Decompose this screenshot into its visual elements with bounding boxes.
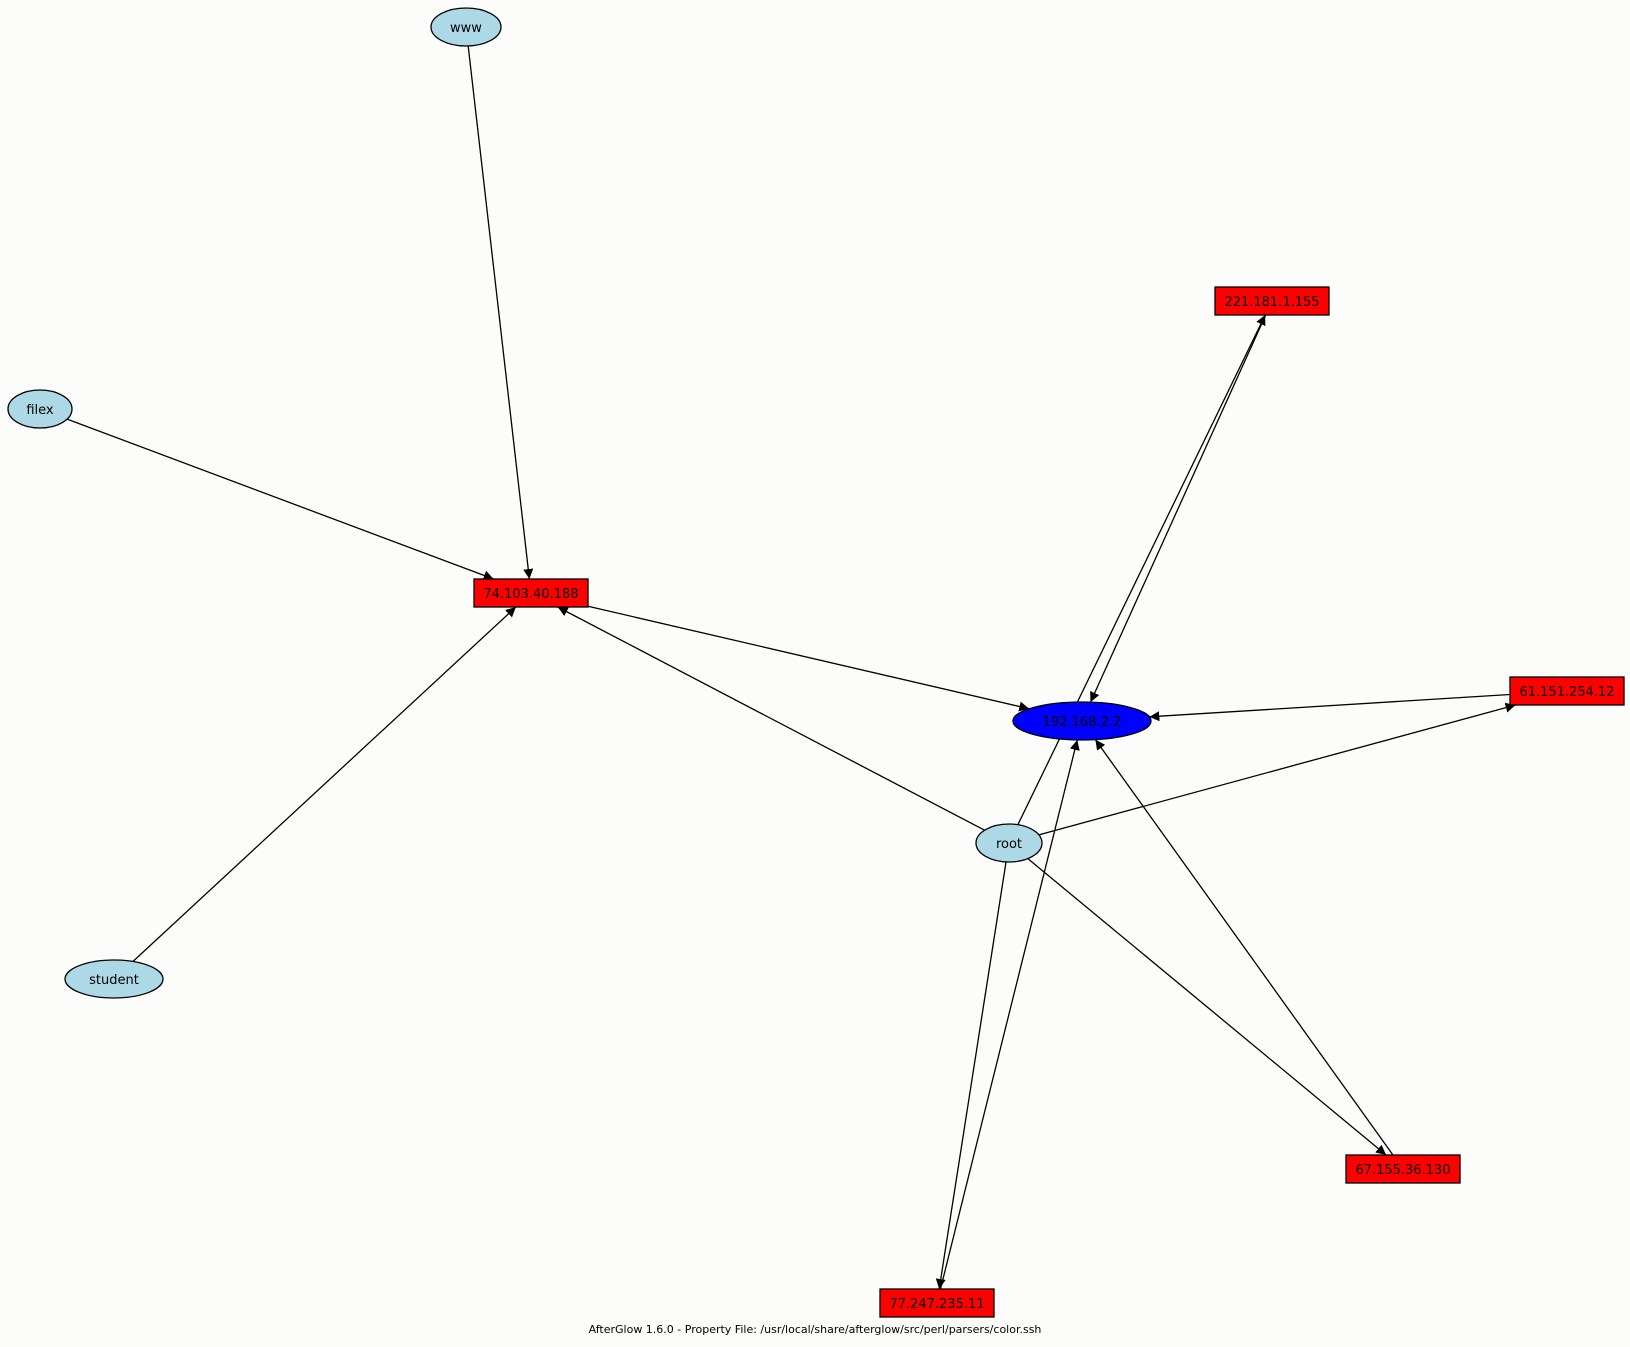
node-n67[interactable]: 67.155.36.130	[1345, 1154, 1461, 1184]
edge-root-to-n74	[557, 606, 985, 831]
node-n61-shape	[1509, 676, 1625, 706]
node-n77-label: 77.247.235.11	[889, 1297, 984, 1312]
node-root-shape	[975, 823, 1043, 863]
edge-www-to-n74	[467, 45, 534, 580]
edge-root-to-n61	[1038, 702, 1516, 836]
node-n61-label: 61.151.254.12	[1519, 685, 1614, 700]
nodes-layer: www filex student root 74.103.40.188 192.168.…	[7, 7, 1625, 1318]
node-www[interactable]: www	[430, 7, 502, 47]
node-n61[interactable]: 61.151.254.12	[1509, 676, 1625, 706]
edge-n74-to-n192	[587, 605, 1030, 712]
footer-caption: AfterGlow 1.6.0 - Property File: /usr/lo…	[589, 1323, 1042, 1336]
node-n67-shape	[1345, 1154, 1461, 1184]
node-filex[interactable]: filex	[7, 389, 73, 429]
node-root-label: root	[996, 837, 1022, 852]
edge-filex-to-n74	[66, 418, 494, 581]
edge-n61-to-n192	[1149, 693, 1511, 722]
edge-student-to-n74	[132, 606, 517, 962]
node-www-label: www	[450, 21, 482, 36]
node-filex-label: filex	[26, 403, 54, 418]
edge-root-to-n221	[1017, 314, 1266, 825]
edge-n67-to-n192	[1094, 739, 1394, 1156]
edge-root-to-n67	[1027, 858, 1387, 1156]
node-student[interactable]: student	[64, 959, 164, 999]
node-n221[interactable]: 221.181.1.155	[1214, 286, 1330, 316]
node-n221-shape	[1214, 286, 1330, 316]
node-student-label: student	[89, 973, 139, 988]
node-student-shape	[64, 959, 164, 999]
node-n192[interactable]: 192.168.2.2	[1012, 701, 1152, 741]
node-root[interactable]: root	[975, 823, 1043, 863]
node-n192-shape	[1012, 701, 1152, 741]
node-n192-label: 192.168.2.2	[1043, 715, 1122, 730]
node-www-shape	[430, 7, 502, 47]
node-n221-label: 221.181.1.155	[1224, 295, 1319, 310]
node-n74-shape	[473, 578, 589, 608]
node-n74[interactable]: 74.103.40.188	[473, 578, 589, 608]
edge-n221-to-n192	[1089, 314, 1267, 703]
node-n77[interactable]: 77.247.235.11	[879, 1288, 995, 1318]
node-filex-shape	[7, 389, 73, 429]
node-n67-label: 67.155.36.130	[1355, 1163, 1450, 1178]
node-n74-label: 74.103.40.188	[483, 587, 578, 602]
edges-layer	[66, 45, 1516, 1290]
edge-n77-to-n192	[939, 739, 1080, 1290]
node-n77-shape	[879, 1288, 995, 1318]
edge-root-to-n77	[935, 861, 1007, 1290]
